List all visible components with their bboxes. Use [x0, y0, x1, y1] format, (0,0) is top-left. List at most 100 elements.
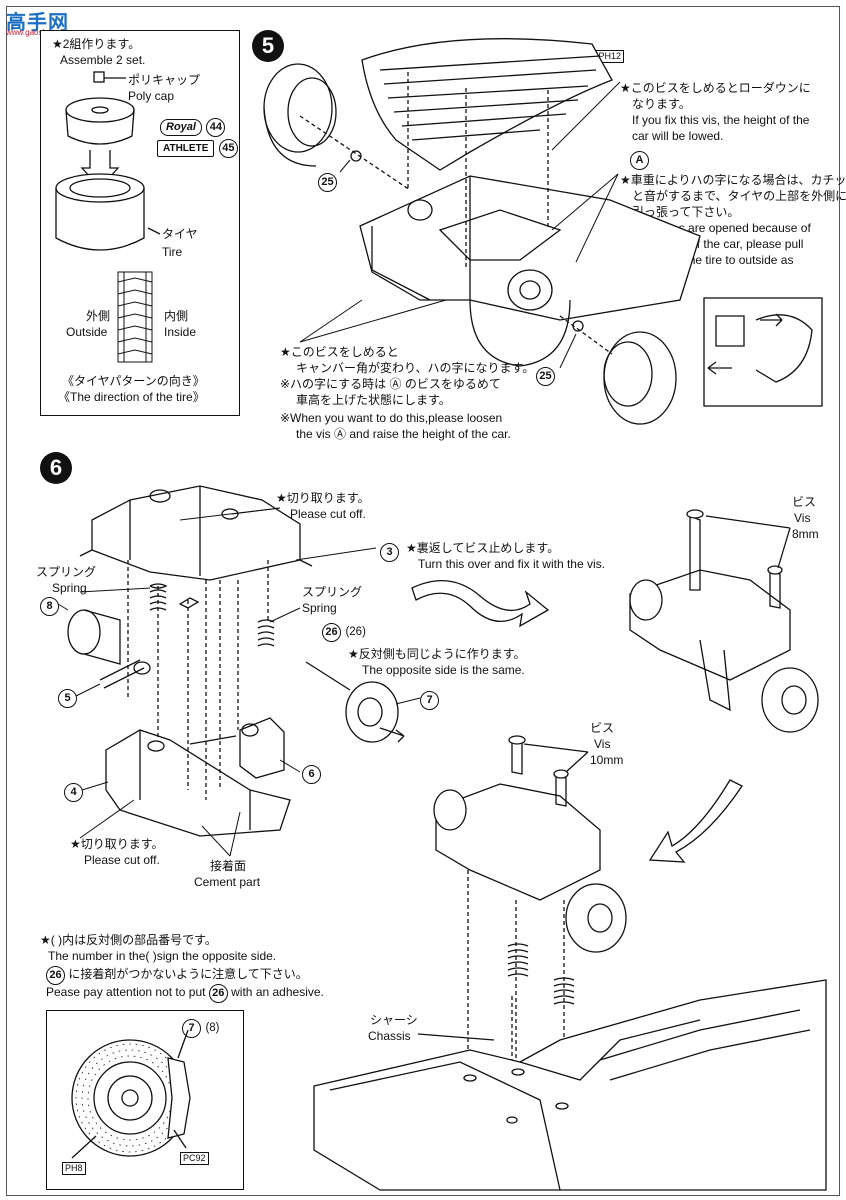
note3-jp2: キャンバー角が変わり、ハの字になります。 — [296, 361, 535, 375]
part-45: 45 — [218, 139, 238, 158]
direction-en: 《The direction of the tire》 — [58, 390, 205, 404]
note3-en1: ※When you want to do this,please loosen — [280, 411, 503, 425]
disc-part-7: 7 — [182, 1019, 201, 1038]
disc-part-label: 7 (8) — [182, 1018, 220, 1038]
part17-label: 17 PH12 — [572, 46, 624, 66]
watermark-site-top: 高手网 — [6, 12, 69, 34]
turn-jp: ★裏返してビス止めします。 — [406, 541, 560, 555]
note2-jp3: 引っ張って下さい。 — [632, 205, 740, 219]
part-26-paren: (26) — [345, 626, 366, 638]
vis8-en: Vis — [794, 511, 811, 525]
adhesive-en-a: Pease pay attention not to put — [46, 985, 206, 999]
opposite-jp: ★反対側も同じように作ります。 — [348, 647, 526, 661]
turn-en: Turn this over and fix it with the vis. — [418, 557, 605, 571]
note1-en2: car will be lowed. — [632, 129, 724, 143]
spring-left-jp: スプリング — [36, 565, 97, 579]
assemble-en: Assemble 2 set. — [60, 53, 146, 67]
part-25-a: 25 — [318, 173, 337, 192]
tire-en: Tire — [162, 245, 183, 259]
note2-jp1: ★車重によりハの字になる場合は、カチッ — [620, 173, 846, 187]
cement-jp: 接着面 — [210, 859, 247, 873]
polycap-en: Poly cap — [128, 89, 175, 103]
part-44: 44 — [206, 118, 226, 137]
cut-jp: ★切り取ります。 — [276, 491, 370, 505]
inside-en: Inside — [164, 325, 197, 339]
part4-label: 4 — [64, 782, 83, 802]
hobby-search-logo: HOBBY SEARCH — [702, 1172, 828, 1188]
part26-label: 26 (26) — [322, 622, 366, 642]
part-8: 8 — [40, 597, 59, 616]
part5-label: 5 — [58, 688, 77, 708]
note2-en2: the weight of the car, please pull — [632, 237, 804, 251]
note2-en3: the top of the tire to outside as — [632, 253, 794, 267]
note1-jp2: なります。 — [632, 97, 691, 111]
part-5: 5 — [58, 689, 77, 708]
pc92-label: PC92 — [180, 1148, 209, 1166]
vis8-jp: ビス — [792, 495, 817, 509]
note3-jp4: 車高を上げた状態にします。 — [296, 393, 451, 407]
spring-right-jp: スプリング — [302, 585, 363, 599]
part-25-b: 25 — [536, 367, 555, 386]
ph8-tag: PH8 — [62, 1162, 86, 1175]
vis10-en: Vis — [594, 737, 611, 751]
chassis-jp: シャーシ — [370, 1013, 418, 1027]
part-7: 7 — [420, 691, 439, 710]
vis8-size: 8mm — [792, 527, 819, 541]
part-3: 3 — [380, 543, 399, 562]
ph8-label: PH8 — [62, 1158, 86, 1176]
note3-en2: the vis Ⓐ and raise the height of the ca… — [296, 427, 511, 441]
page-frame — [6, 6, 840, 1196]
disc-part-8: (8) — [205, 1022, 220, 1034]
part8-label: 8 — [40, 596, 59, 616]
step6-number: 6 — [40, 452, 72, 484]
part7-label: 7 — [420, 690, 439, 710]
adhesive-jp-text: に接着剤がつかないように注意して下さい。 — [68, 967, 308, 981]
spring-left-en: Spring — [52, 581, 87, 595]
note1-en1: If you fix this vis, the height of the — [632, 113, 810, 127]
polycap-jp: ポリキャップ — [128, 73, 201, 87]
pc92-tag: PC92 — [180, 1152, 209, 1165]
note2-en4: you can. — [632, 269, 678, 283]
vis10-size: 10mm — [590, 753, 624, 767]
part-26: 26 — [322, 623, 341, 642]
paren-note-en: The number in the( )sign the opposite si… — [48, 949, 277, 963]
cement-en: Cement part — [194, 875, 261, 889]
chassis-en: Chassis — [368, 1029, 411, 1043]
note3-jp1: ★このビスをしめると — [280, 345, 399, 359]
cut-en: Please cut off. — [290, 507, 366, 521]
paren-note-jp: ★( )内は反対側の部品番号です。 — [40, 933, 217, 947]
part-26-adh: 26 — [46, 966, 65, 985]
athlete-badge: ATHLETE — [157, 140, 215, 157]
note2-en1: If the tires are opened because of — [632, 221, 811, 235]
note3-jp3: ※ハの字にする時は Ⓐ のビスをゆるめて — [280, 377, 501, 391]
royal-badge: Royal — [160, 119, 202, 136]
note1-jp1: ★このビスをしめるとローダウンに — [620, 81, 811, 95]
ph12-tag: PH12 — [595, 50, 624, 63]
label-a: A — [630, 150, 649, 170]
cut2-en: Please cut off. — [84, 853, 160, 867]
outside-jp: 外側 — [86, 309, 111, 323]
part-17: 17 — [572, 47, 591, 66]
badge-athlete: ATHLETE 45 — [157, 138, 238, 158]
circle-a: A — [630, 151, 649, 170]
tire-jp: タイヤ — [162, 227, 198, 241]
direction-jp: 《タイヤパターンの向き》 — [62, 374, 205, 388]
cut2-jp: ★切り取ります。 — [70, 837, 164, 851]
part-4: 4 — [64, 783, 83, 802]
inside-jp: 内側 — [164, 309, 189, 323]
adhesive-en-b: with an adhesive. — [231, 985, 324, 999]
outside-en: Outside — [66, 325, 108, 339]
note2-jp2: と音がするまで、タイヤの上部を外側に — [632, 189, 846, 203]
part-6: 6 — [302, 765, 321, 784]
adhesive-note-jp: 26 に接着剤がつかないように注意して下さい。 — [46, 966, 308, 985]
part-26-adh2: 26 — [208, 984, 228, 1003]
part25a-label: 25 — [318, 172, 337, 192]
adhesive-note-en: Pease pay attention not to put 26 with a… — [46, 984, 324, 1003]
opposite-en: The opposite side is the same. — [362, 663, 525, 677]
vis10-jp: ビス — [590, 721, 615, 735]
badge-royal: Royal 44 — [160, 117, 226, 137]
spring-right-en: Spring — [302, 601, 337, 615]
part3-label: 3 — [380, 542, 399, 562]
part6-label: 6 — [302, 764, 321, 784]
part25b-label: 25 — [536, 366, 555, 386]
